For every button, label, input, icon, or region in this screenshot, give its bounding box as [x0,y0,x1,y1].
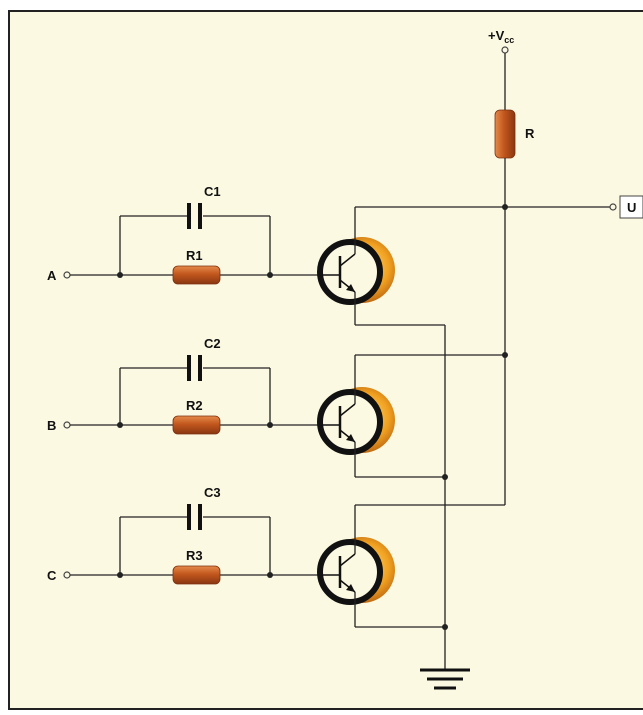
output-box [619,195,643,219]
input-c-terminal [63,571,71,579]
supply-label: +Vcc [488,28,514,45]
supply-terminal [501,46,509,54]
ground-branch [420,325,470,690]
input-c-label: C [47,568,57,583]
resistor-r3 [172,565,221,585]
output-terminal [609,203,617,211]
capacitor-c3-label: C3 [204,485,221,500]
resistor-r-label: R [525,126,535,141]
supply-branch: +Vcc R U [488,28,643,505]
resistor-r2-label: R2 [186,398,203,413]
output-label: U [627,200,636,215]
capacitor-c1-label: C1 [204,184,221,199]
resistor-r3-label: R3 [186,548,203,563]
stage-b: B C2 R2 [47,336,505,478]
stage-c: C C3 R3 [47,485,505,628]
capacitor-c2-label: C2 [204,336,221,351]
resistor-r [494,109,516,159]
input-b-label: B [47,418,56,433]
resistor-r1-label: R1 [186,248,203,263]
stage-a: A C1 R1 [47,184,505,326]
resistor-r1 [172,265,221,285]
input-b-terminal [63,421,71,429]
input-a-terminal [63,271,71,279]
input-a-label: A [47,268,57,283]
resistor-r2 [172,415,221,435]
